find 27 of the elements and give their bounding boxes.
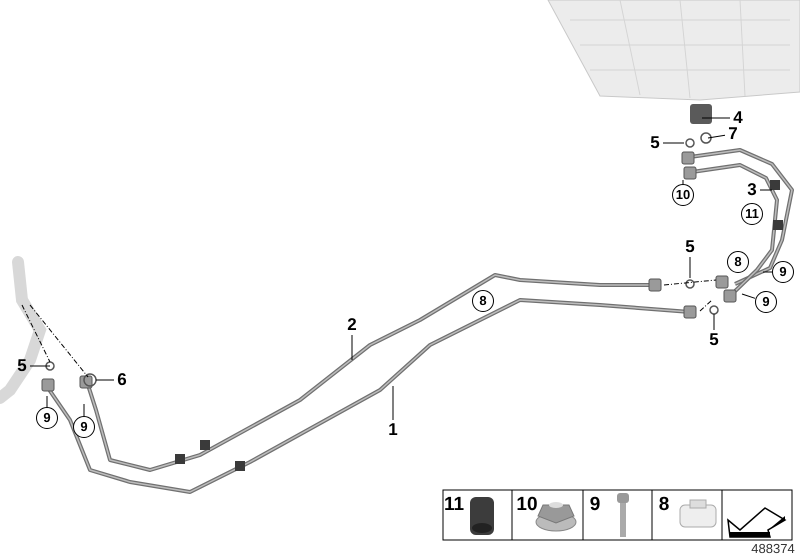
leader-line <box>682 180 684 184</box>
callout-number: 3 <box>744 180 760 200</box>
leader-line <box>708 134 726 138</box>
callout-number: 5 <box>682 237 698 257</box>
callout-number: 9 <box>73 416 95 438</box>
callout-number: 10 <box>672 184 694 206</box>
callout-number: 8 <box>727 251 749 273</box>
part-number: 9 <box>588 495 602 515</box>
leader-line <box>392 386 394 420</box>
leader-line <box>662 142 684 144</box>
callout-number: 9 <box>772 261 794 283</box>
callout-number: 5 <box>647 133 663 153</box>
part-number: 8 <box>658 495 670 515</box>
callout-number: 5 <box>706 330 722 350</box>
part-number: 11 <box>442 495 466 515</box>
callout-number: 2 <box>344 315 360 335</box>
callout-number: 6 <box>114 370 130 390</box>
callout-number: 9 <box>755 291 777 313</box>
callout-number: 9 <box>36 407 58 429</box>
callout-number: 1 <box>385 420 401 440</box>
callout-number: 11 <box>741 203 763 225</box>
leader-line <box>742 294 756 299</box>
diagram-number: 488374 <box>750 540 796 558</box>
leader-line <box>46 396 48 408</box>
part-number: 10 <box>515 495 539 515</box>
callout-number: 5 <box>14 356 30 376</box>
callout-number: 8 <box>472 290 494 312</box>
